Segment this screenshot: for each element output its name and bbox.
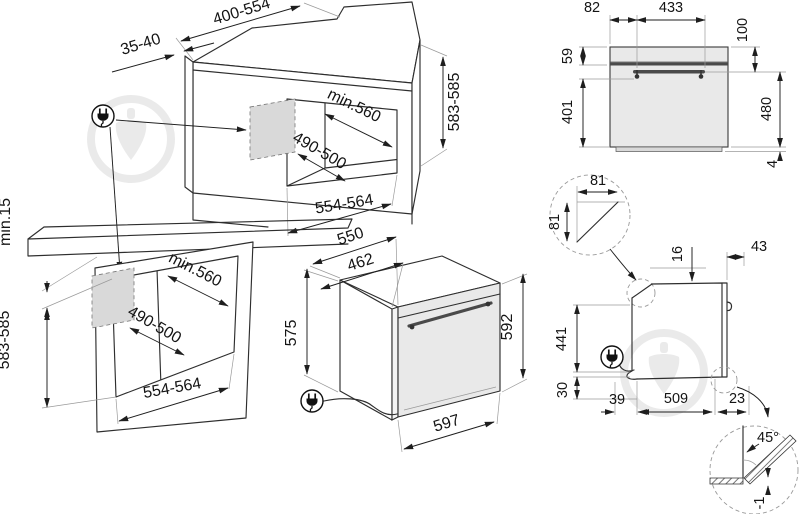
oven-isometric-view: 550 462 575 592 597 [283,224,528,453]
oven-handle [407,301,493,328]
dim-label-depth-body: 462 [345,250,376,274]
column-cabinet-view: 400-554 35-40 583-585 min.560 490-500 55… [91,0,463,272]
electrical-zone-patch [249,98,296,161]
dim-label-base-inset: 4 [765,160,781,168]
dim-label-top-depth: 400-554 [211,0,272,28]
dim-label-side-to-handle: 82 [584,0,600,16]
dim-label-width: 597 [431,412,462,436]
dim-label-door-projection: 43 [751,239,767,255]
oven-door-profile [721,282,728,378]
dim-label-front-gap: 35-40 [119,31,163,59]
dim-label-chamfer-height: 81 [547,214,563,230]
oven-base-strip [615,146,723,152]
corner-chamfer-detail: 81 81 [547,173,637,281]
dim-label-plinth-height: 30 [555,382,571,398]
dim-label-body-depth: 509 [664,391,688,407]
chamfer-strip [743,434,797,485]
dim-label-niche-height: 583-585 [446,73,463,132]
dim-label-below-handle: 401 [560,100,576,124]
dim-label-rear-clearance: 39 [609,392,625,408]
oven-handle [633,70,705,74]
dim-label-offset: -1 [752,497,768,510]
cabinet-right-edge [411,39,421,215]
dim-label-handle-span: 433 [659,0,683,16]
floor-chamfer-detail: 45° -1 [709,425,799,514]
dim-label-countertop-gap: min.15 [0,198,14,246]
control-panel-band [610,62,728,66]
oven-side-dimensions-view: 16 43 441 30 39 509 23 [554,239,770,418]
dim-label-panel-height: 59 [560,48,576,64]
dim-label-front-clearance: 23 [729,391,745,407]
dim-label-angle: 45° [757,430,779,446]
dim-label-height-body: 575 [283,320,300,347]
dim-label-chamfer-width: 81 [590,173,606,189]
power-plug-icon [600,345,624,369]
dim-label-top-to-handle: 100 [735,18,751,42]
dim-label-top-clearance: 16 [670,246,686,262]
dim-label-niche-height: 583-585 [0,311,13,370]
dim-label-door-height: 480 [759,97,775,121]
oven-door-face [397,282,501,418]
cabinet-left-strip [184,55,194,194]
power-plug-icon [300,389,324,413]
dim-label-inner-height: 441 [554,327,570,351]
floor-strip [709,477,744,485]
base-cabinet-view: min.15 583-585 min.560 490-500 554-564 [0,198,353,433]
power-plug-icon [91,104,115,128]
dim-label-height-front: 592 [499,314,516,341]
oven-front-dimensions-view: 82 433 100 59 401 480 4 [560,0,786,168]
